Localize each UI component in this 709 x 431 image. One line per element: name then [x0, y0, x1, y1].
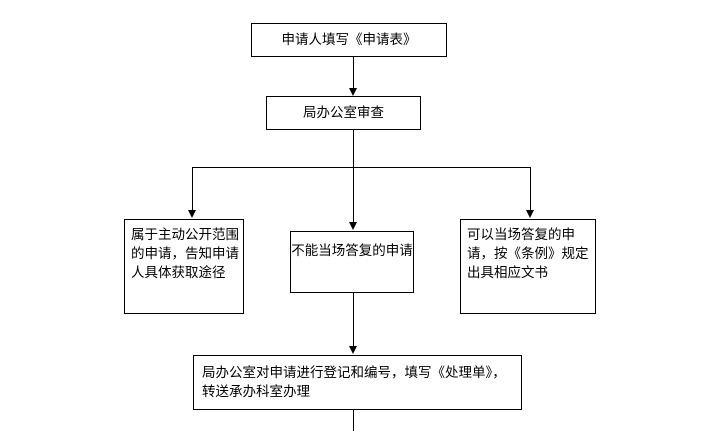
node-proactive-scope: 属于主动公开范围的申请，告知申请人具体获取途径: [124, 219, 244, 314]
node-register-number: 局办公室对申请进行登记和编号，填写《处理单》，转送承办科室办理: [193, 355, 522, 410]
node-cannot-answer-label: 不能当场答复的申请: [291, 243, 413, 258]
node-cannot-answer: 不能当场答复的申请: [290, 231, 414, 293]
node-apply-form: 申请人填写《申请表》: [251, 23, 447, 57]
node-apply-form-label: 申请人填写《申请表》: [281, 32, 417, 47]
connector-branch-to-cannot-answer-line: [353, 167, 354, 222]
connector-branch-to-cannot-answer-arrowhead: [349, 222, 357, 230]
connector-cannot-to-register-line: [353, 293, 354, 346]
node-can-answer: 可以当场答复的申请，按《条例》规定出具相应文书: [460, 219, 596, 314]
node-proactive-scope-label: 属于主动公开范围的申请，告知申请人具体获取途径: [131, 227, 239, 280]
connector-register-tail-line: [353, 410, 354, 431]
connector-branch-to-can-answer-arrowhead: [526, 210, 534, 218]
node-office-review-label: 局办公室审查: [303, 105, 384, 120]
connector-apply-to-review-line: [353, 57, 354, 88]
node-office-review: 局办公室审查: [266, 96, 421, 130]
node-can-answer-label: 可以当场答复的申请，按《条例》规定出具相应文书: [467, 227, 589, 280]
connector-review-split-line: [353, 130, 354, 168]
connector-branch-to-proactive-arrowhead: [188, 210, 196, 218]
connector-branch-to-can-answer-line: [530, 167, 531, 210]
connector-branch-bar: [192, 167, 531, 168]
connector-apply-to-review-arrowhead: [349, 88, 357, 96]
connector-cannot-to-register-arrowhead: [349, 346, 357, 354]
node-register-number-label: 局办公室对申请进行登记和编号，填写《处理单》，转送承办科室办理: [202, 365, 506, 399]
connector-branch-to-proactive-line: [192, 167, 193, 210]
